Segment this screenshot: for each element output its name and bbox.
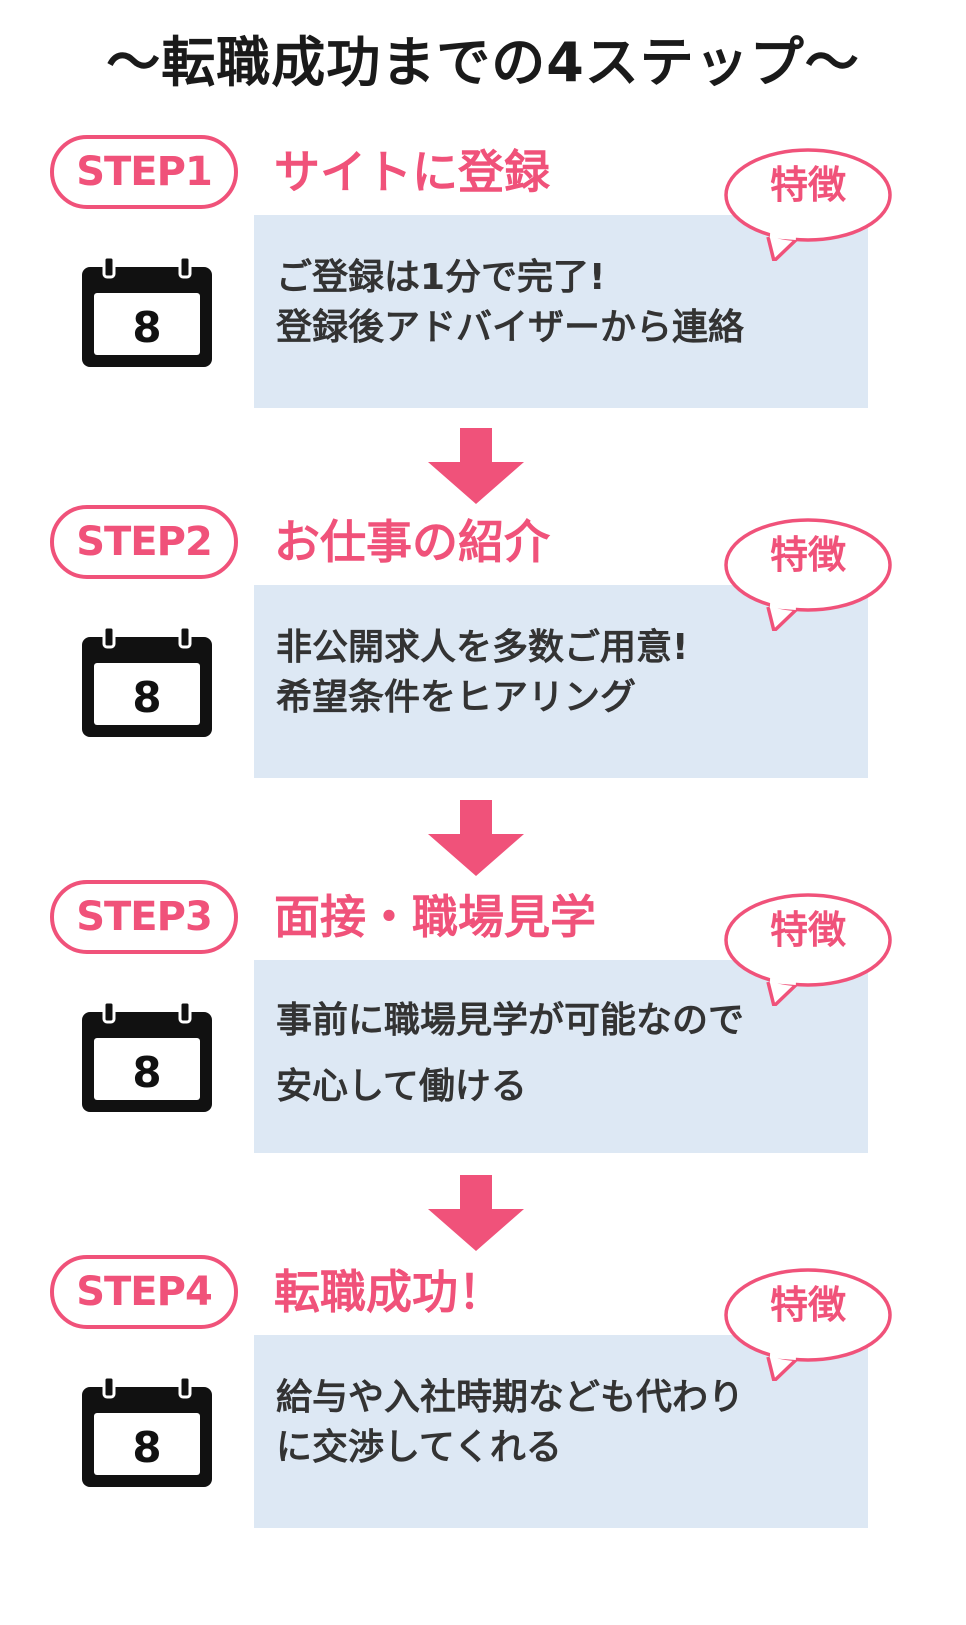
step-description: ご登録は1分で完了! 登録後アドバイザーから連絡: [276, 253, 856, 353]
down-arrow-icon: [428, 428, 524, 504]
step-description-box: [254, 1335, 868, 1528]
step-title: 転職成功！: [274, 1265, 504, 1319]
step-1: STEP1 サイトに登録 ご登録は1分で完了! 登録後アドバイザーから連絡 8 …: [0, 135, 966, 505]
feature-badge-label: 特徴: [769, 163, 846, 207]
step-description-box: [254, 585, 868, 778]
step-label: STEP3: [50, 880, 238, 954]
calendar-day: 8: [132, 303, 161, 352]
page-title: 〜転職成功までの4ステップ〜: [106, 31, 860, 94]
feature-badge-label: 特徴: [769, 1283, 846, 1327]
calendar-day: 8: [132, 1048, 161, 1097]
calendar-icon: 8: [82, 627, 212, 737]
calendar-icon: 8: [82, 1002, 212, 1112]
step-label: STEP1: [50, 135, 238, 209]
description-line: 事前に職場見学が可能なので: [276, 1000, 745, 1041]
step-3: STEP3 面接・職場見学 事前に職場見学が可能なので 安心して働ける 8 特徴: [0, 880, 966, 1250]
speech-bubble-icon: [724, 148, 892, 261]
description-line: 希望条件をヒアリング: [276, 677, 637, 718]
description-line: 安心して働ける: [276, 1066, 527, 1107]
down-arrow-icon: [428, 800, 524, 876]
calendar-day: 8: [132, 1423, 161, 1472]
speech-bubble-icon: [724, 893, 892, 1006]
calendar-icon: 8: [82, 257, 212, 367]
step-title: 面接・職場見学: [274, 890, 596, 944]
down-arrow-icon: [428, 1175, 524, 1251]
step-2: STEP2 お仕事の紹介 非公開求人を多数ご用意! 希望条件をヒアリング 8 特…: [0, 505, 966, 875]
description-line: ご登録は1分で完了!: [276, 257, 606, 298]
step-title: サイトに登録: [274, 145, 550, 199]
speech-bubble-icon: [724, 518, 892, 631]
calendar-day: 8: [132, 673, 161, 722]
description-line: に交渉してくれる: [276, 1427, 562, 1468]
step-description: 非公開求人を多数ご用意! 希望条件をヒアリング: [276, 623, 856, 723]
feature-badge-label: 特徴: [769, 533, 846, 577]
step-description: 給与や入社時期なども代わり に交渉してくれる: [276, 1373, 856, 1473]
description-line: 給与や入社時期なども代わり: [276, 1377, 745, 1418]
description-line: 登録後アドバイザーから連絡: [276, 307, 745, 348]
step-description: 事前に職場見学が可能なので 安心して働ける: [276, 988, 856, 1120]
speech-bubble-icon: [724, 1268, 892, 1381]
step-description-box: [254, 215, 868, 408]
feature-badge-label: 特徴: [769, 908, 846, 952]
step-label: STEP2: [50, 505, 238, 579]
step-label: STEP4: [50, 1255, 238, 1329]
calendar-icon: 8: [82, 1377, 212, 1487]
description-line: 非公開求人を多数ご用意!: [276, 627, 689, 668]
step-description-box: [254, 960, 868, 1153]
step-4: STEP4 転職成功！ 給与や入社時期なども代わり に交渉してくれる 8 特徴: [0, 1255, 966, 1625]
step-title: お仕事の紹介: [274, 515, 550, 569]
